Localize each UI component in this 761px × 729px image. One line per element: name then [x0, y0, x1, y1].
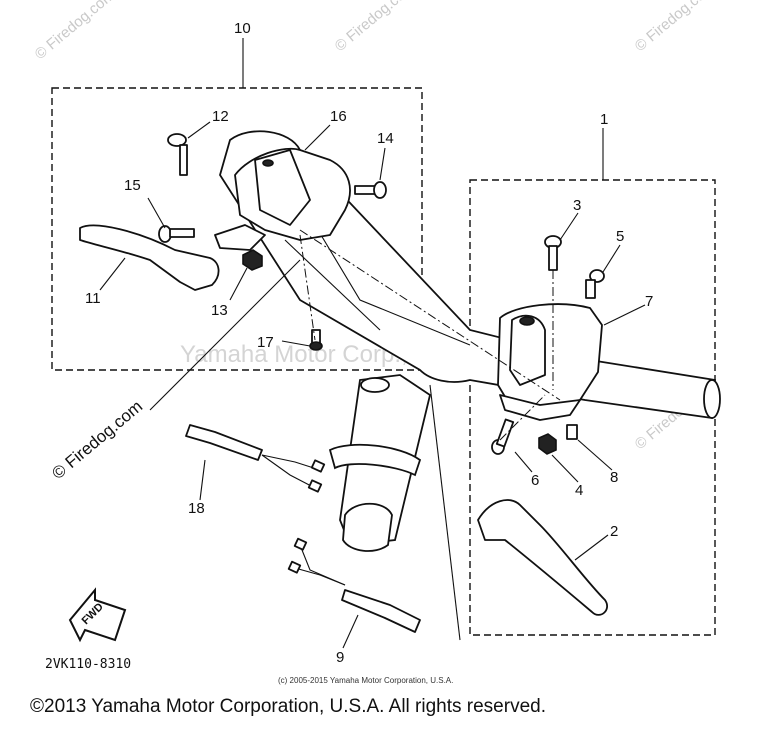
- leader-8: [577, 439, 613, 471]
- leader-9: [429, 384, 461, 641]
- leader-5: [602, 244, 621, 273]
- fwd-arrow-icon: FWD: [68, 587, 127, 643]
- leader-14: [379, 147, 386, 181]
- watermark-left: © Firedog.com: [48, 397, 146, 483]
- callout-4: 4: [575, 482, 583, 499]
- clutch-lever-holder-left: [214, 147, 351, 251]
- callout-14: 14: [377, 130, 394, 147]
- leader-16: [304, 124, 331, 151]
- leader-12: [187, 121, 211, 139]
- guide-line-a: [299, 229, 561, 401]
- brake-lever-holder-right: [497, 303, 603, 421]
- group-box-1: [469, 179, 716, 636]
- switch-18: [185, 424, 326, 493]
- watermark-top-right: © Firedog.com: [632, 0, 718, 55]
- callout-16: 16: [330, 108, 347, 125]
- nut-13: [242, 249, 263, 271]
- bolt-12: [167, 133, 188, 176]
- callout-18: 18: [188, 500, 205, 517]
- callout-3: 3: [573, 197, 581, 214]
- callout-11: 11: [85, 290, 101, 307]
- callout-5: 5: [616, 228, 624, 245]
- footer-copyright: ©2013 Yamaha Motor Corporation, U.S.A. A…: [30, 696, 546, 717]
- nut-4: [538, 433, 557, 455]
- lever-right: [477, 499, 608, 616]
- leader-4: [551, 454, 579, 483]
- leader-9-label: [342, 614, 359, 649]
- lever-left: [79, 224, 220, 291]
- leader-18-label: [199, 459, 206, 501]
- leader-7: [603, 304, 646, 326]
- watermark-top-left: © Firedog.com: [32, 0, 118, 63]
- callout-6: 6: [531, 472, 539, 489]
- steering-stem: [328, 374, 432, 552]
- leader-15: [147, 197, 166, 229]
- callout-2: 2: [610, 523, 618, 540]
- leader-6: [514, 451, 533, 473]
- callout-17: 17: [257, 334, 274, 351]
- leader-3: [559, 212, 579, 241]
- leader-11: [99, 257, 126, 291]
- bolt-5: [585, 269, 605, 299]
- callout-12: 12: [212, 108, 229, 125]
- callout-15: 15: [124, 177, 141, 194]
- callout-10: 10: [234, 20, 251, 37]
- guide-line-d: [499, 394, 546, 441]
- small-copyright: (c) 2005-2015 Yamaha Motor Corporation, …: [278, 676, 453, 685]
- diagram-code: 2VK110-8310: [45, 657, 131, 672]
- switch-9: [287, 537, 421, 633]
- leader-13: [229, 267, 248, 301]
- leader-17: [281, 340, 311, 347]
- group-box-10: [51, 87, 423, 371]
- screw-8: [566, 424, 578, 440]
- guide-line-b: [299, 234, 316, 341]
- screw-17: [309, 329, 323, 351]
- bolt-15: [158, 225, 195, 243]
- watermark-top-center: © Firedog.com: [332, 0, 418, 55]
- callout-13: 13: [211, 302, 228, 319]
- callout-9: 9: [336, 649, 344, 666]
- bolt-14: [354, 181, 387, 199]
- callout-1: 1: [600, 111, 608, 128]
- bolt-3: [544, 235, 562, 271]
- callout-7: 7: [645, 293, 653, 310]
- leader-18: [149, 259, 301, 411]
- callout-8: 8: [610, 469, 618, 486]
- leader-2: [574, 534, 609, 561]
